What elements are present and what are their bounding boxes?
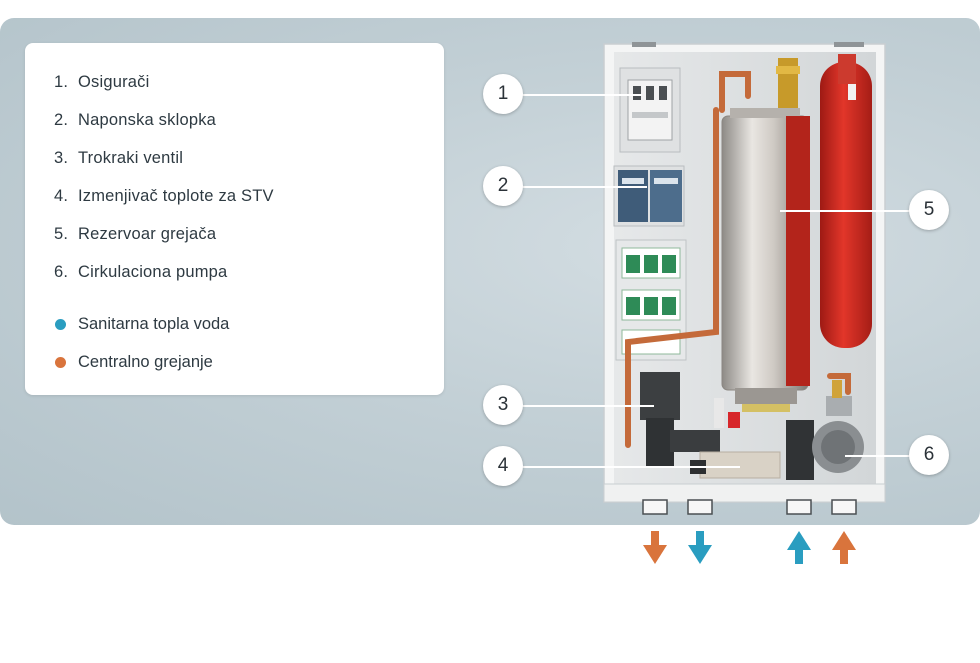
- pipe-connectors: [642, 499, 857, 515]
- brass-fitting: [776, 58, 800, 118]
- copper-pipes: [625, 71, 851, 448]
- callout-1: 1: [483, 74, 523, 114]
- arrow-up-central-heating-icon: [832, 531, 856, 564]
- callout-3: 3: [483, 385, 523, 425]
- legend-item-number: 2.: [54, 111, 69, 129]
- contactor-component: [613, 165, 685, 227]
- legend-item-number: 3.: [54, 149, 69, 167]
- central-heating-label: Centralno grejanje: [78, 353, 213, 371]
- legend-item-5: 5. Rezervoar grejača: [54, 225, 216, 244]
- leader-line-4: [522, 466, 740, 468]
- legend-item-6: 6. Cirkulaciona pumpa: [54, 263, 227, 282]
- sanitary-water-label: Sanitarna topla voda: [78, 315, 230, 333]
- callout-6: 6: [909, 435, 949, 475]
- arrow-down-sanitary-water-icon: [688, 531, 712, 564]
- leader-line-1: [522, 94, 642, 96]
- legend-item-label: Izmenjivač toplote za STV: [78, 187, 274, 205]
- expansion-vessel: [820, 54, 872, 348]
- legend-item-2: 2. Naponska sklopka: [54, 111, 216, 130]
- central-heating-dot: [55, 357, 66, 368]
- legend-item-number: 1.: [54, 73, 69, 91]
- callout-4: 4: [483, 446, 523, 486]
- arrow-up-sanitary-water-icon: [787, 531, 811, 564]
- circulation-pump: [786, 380, 864, 480]
- arrow-down-central-heating-icon: [643, 531, 667, 564]
- leader-line-6: [845, 455, 910, 457]
- leader-line-2: [522, 186, 647, 188]
- legend-item-label: Trokraki ventil: [78, 149, 184, 167]
- legend-item-number: 6.: [54, 263, 69, 281]
- leader-line-5: [780, 210, 910, 212]
- heat-exchanger: [690, 451, 781, 479]
- legend-item-number: 4.: [54, 187, 69, 205]
- legend-item-label: Cirkulaciona pumpa: [78, 263, 228, 281]
- callout-2: 2: [483, 166, 523, 206]
- legend-item-3: 3. Trokraki ventil: [54, 149, 183, 168]
- fuses-component: [619, 67, 681, 153]
- three-way-valve: [640, 372, 740, 468]
- legend-item-label: Rezervoar grejača: [78, 225, 217, 243]
- legend-item-label: Osigurači: [78, 73, 150, 91]
- legend-item-4: 4. Izmenjivač toplote za STV: [54, 187, 274, 206]
- leader-line-3: [522, 405, 654, 407]
- sanitary-water-dot: [55, 319, 66, 330]
- legend-card: 1. Osigurači 2. Naponska sklopka 3. Trokrak…: [25, 43, 444, 395]
- callout-5: 5: [909, 190, 949, 230]
- red-tank: [786, 116, 810, 386]
- legend-item-1: 1. Osigurači: [54, 73, 150, 92]
- legend-item-number: 5.: [54, 225, 69, 243]
- legend-item-label: Naponska sklopka: [78, 111, 217, 129]
